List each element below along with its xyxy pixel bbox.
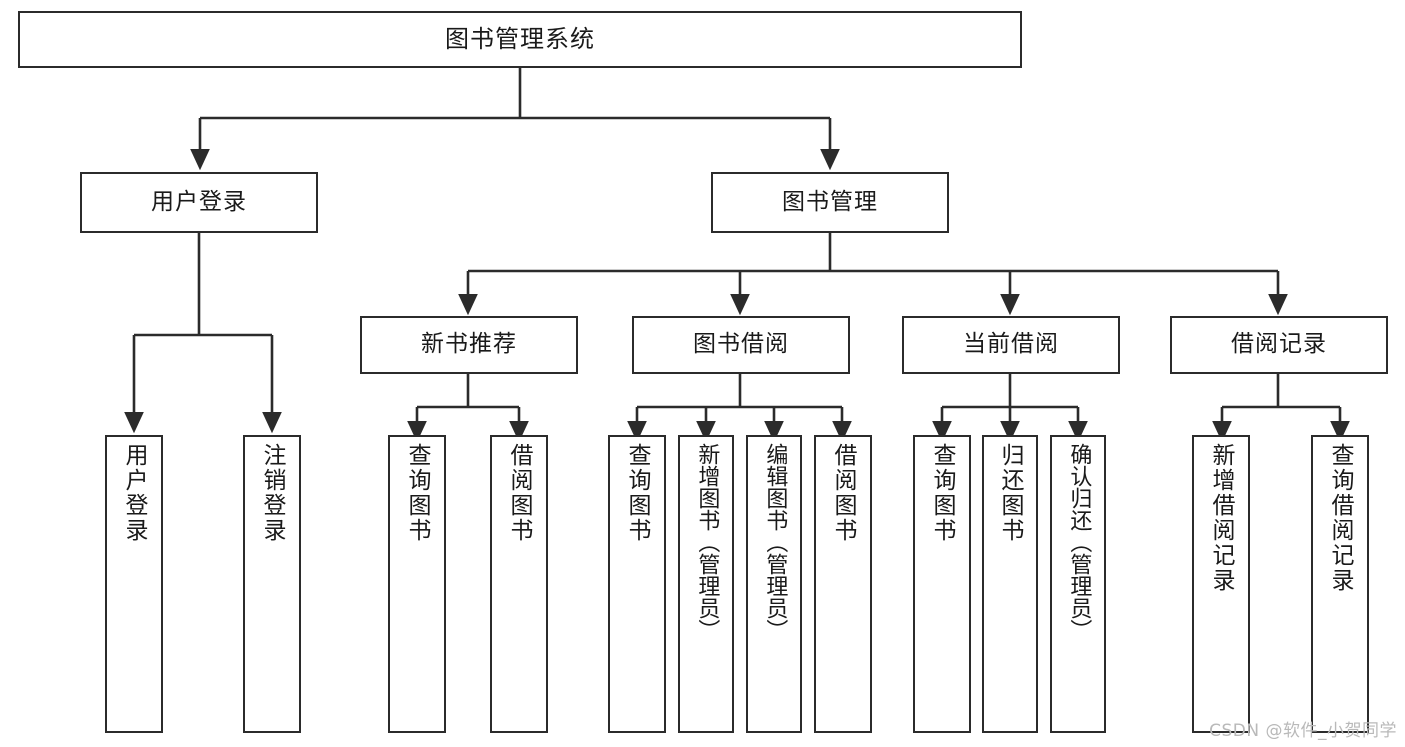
node-leaf-query-record[interactable]: 查询借阅记录 [1311, 435, 1369, 733]
leaf-label: 借阅图书 [830, 443, 857, 543]
node-root[interactable]: 图书管理系统 [18, 11, 1022, 68]
node-leaf-query-book-3[interactable]: 查询图书 [913, 435, 971, 733]
node-borrow-record[interactable]: 借阅记录 [1170, 316, 1388, 374]
leaf-label: 注销登录 [259, 443, 286, 543]
leaf-label: 编辑图书（管理员） [762, 443, 788, 641]
leaf-label: 新增图书（管理员） [694, 443, 720, 641]
node-leaf-borrow-book-2[interactable]: 借阅图书 [814, 435, 872, 733]
leaf-label: 确认归还（管理员） [1066, 443, 1092, 641]
node-new-book-recommend[interactable]: 新书推荐 [360, 316, 578, 374]
leaf-label: 查询图书 [404, 443, 431, 543]
node-leaf-borrow-book-1[interactable]: 借阅图书 [490, 435, 548, 733]
node-leaf-user-login[interactable]: 用户登录 [105, 435, 163, 733]
node-user-login[interactable]: 用户登录 [80, 172, 318, 233]
node-current-borrow[interactable]: 当前借阅 [902, 316, 1120, 374]
node-leaf-user-logout[interactable]: 注销登录 [243, 435, 301, 733]
leaf-label: 借阅图书 [506, 443, 533, 543]
node-leaf-query-book-2[interactable]: 查询图书 [608, 435, 666, 733]
leaf-label: 归还图书 [997, 443, 1024, 543]
node-book-borrow[interactable]: 图书借阅 [632, 316, 850, 374]
leaf-label: 新增借阅记录 [1208, 443, 1235, 593]
leaf-label: 查询借阅记录 [1327, 443, 1354, 593]
node-leaf-return-book[interactable]: 归还图书 [982, 435, 1038, 733]
node-leaf-add-book[interactable]: 新增图书（管理员） [678, 435, 734, 733]
node-leaf-query-book-1[interactable]: 查询图书 [388, 435, 446, 733]
node-leaf-edit-book[interactable]: 编辑图书（管理员） [746, 435, 802, 733]
node-leaf-add-record[interactable]: 新增借阅记录 [1192, 435, 1250, 733]
watermark-text: CSDN @软件_小贺同学 [1209, 721, 1397, 741]
leaf-label: 用户登录 [121, 443, 148, 543]
node-leaf-confirm-return[interactable]: 确认归还（管理员） [1050, 435, 1106, 733]
leaf-label: 查询图书 [624, 443, 651, 543]
node-book-manage[interactable]: 图书管理 [711, 172, 949, 233]
leaf-label: 查询图书 [929, 443, 956, 543]
